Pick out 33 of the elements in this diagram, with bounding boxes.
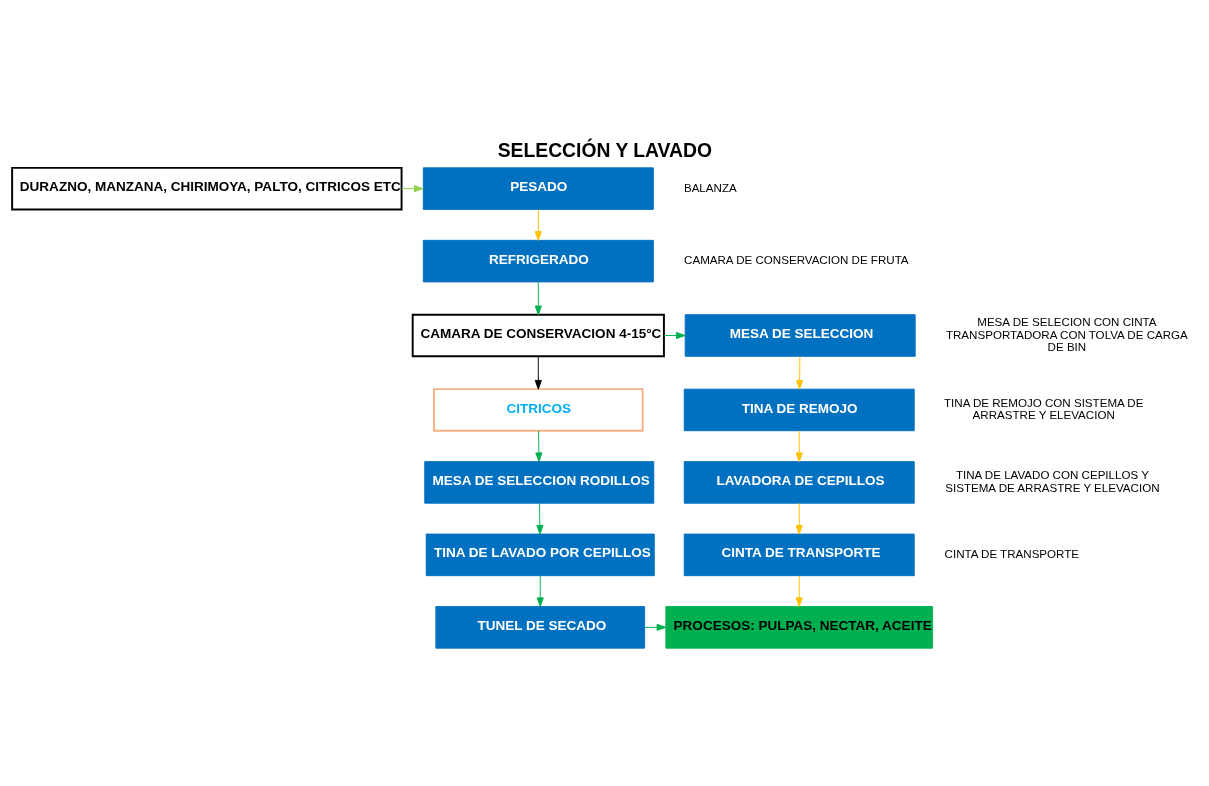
arrow [663, 331, 686, 339]
node-label: TINA DE REMOJO CON SISTEMA DE ARRASTRE Y ELEVACION [943, 396, 1144, 421]
node-box: PESADO [422, 166, 654, 210]
node-box: TINA DE LAVADO POR CEPILLOS [425, 533, 655, 576]
node-label: CINTA DE TRANSPORTE [944, 547, 1080, 560]
arrow [534, 281, 542, 315]
node-box: DURAZNO, MANZANA, CHIRIMOYA, PALTO, CITRICOS ETC [11, 166, 403, 210]
arrow [795, 429, 803, 462]
arrow [644, 623, 667, 631]
node-box: TUNEL DE SECADO [435, 605, 646, 649]
arrow [795, 502, 803, 535]
node-box: LAVADORA DE CEPILLOS [683, 460, 915, 504]
arrow [534, 208, 542, 241]
arrow [534, 355, 542, 390]
node-box: MESA DE SELECCION RODILLOS [424, 460, 655, 504]
node-box: REFRIGERADO [422, 239, 654, 282]
node-label: CAMARA DE CONSERVACION DE FRUTA [684, 253, 909, 266]
node-box: TINA DE REMOJO [683, 388, 915, 431]
arrow [535, 429, 543, 462]
node-label: MESA DE SELECION CON CINTA TRANSPORTADORA CON TOLVA DE CARGA DE BIN [945, 315, 1188, 353]
node-label: TINA DE LAVADO CON CEPILLOS Y SISTEMA DE ARRASTRE Y ELEVACION [945, 468, 1160, 494]
node-label: BALANZA [683, 181, 737, 194]
diagram-title: SELECCIÓN Y LAVADO [497, 139, 712, 161]
node-box: CINTA DE TRANSPORTE [683, 533, 915, 576]
arrow [536, 502, 544, 535]
node-box: MESA DE SELECCION [684, 313, 916, 357]
arrow [796, 355, 804, 390]
node-box: PROCESOS: PULPAS, NECTAR, ACEITE [665, 605, 934, 649]
arrow [401, 184, 424, 192]
arrow [536, 574, 544, 607]
node-box: CAMARA DE CONSERVACION 4-15°C [411, 313, 665, 357]
arrow [795, 574, 803, 607]
node-box: CITRICOS [432, 387, 644, 432]
